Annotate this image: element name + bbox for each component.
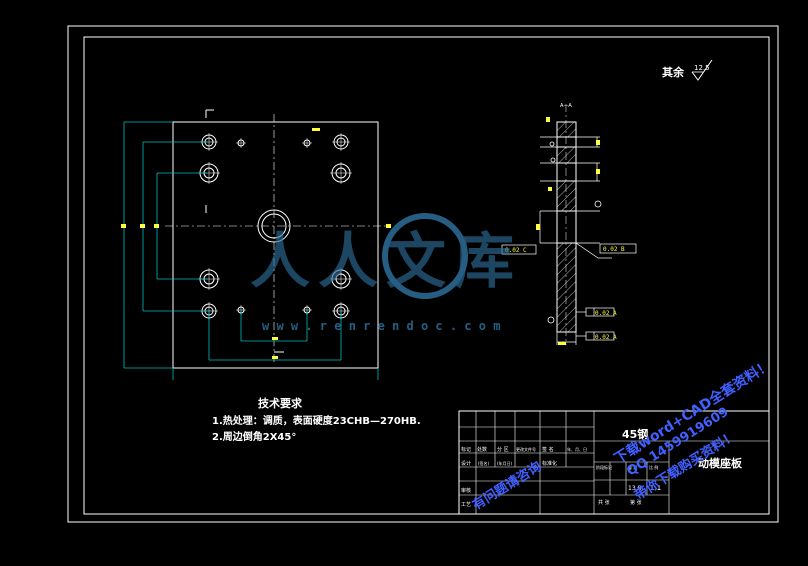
roughness-label: 其余 <box>662 65 685 79</box>
title-cell-count: 处数 <box>477 446 487 453</box>
dimension-lines-left <box>123 121 209 369</box>
section-dimensions <box>539 136 612 345</box>
datum-b-value: 0.02 B <box>603 246 625 253</box>
tolerance-frame-datum-b: 0.02 B <box>599 243 637 254</box>
section-hole-top <box>556 136 577 148</box>
title-cell-total: 共 张 <box>598 499 610 506</box>
plate-outline <box>172 121 379 369</box>
roughness-value: 12.5 <box>694 64 710 72</box>
center-hole <box>257 209 291 243</box>
watermark-brand: 人人文库 <box>250 227 522 297</box>
title-block: 45钢 动模座板 13.8 1:1 标记 设计 审核 工艺 处数 分 区 更改文… <box>458 410 770 515</box>
section-bore <box>556 210 577 244</box>
section-dim-values <box>536 117 600 345</box>
tolerance-frame-flatness: 0.02 A <box>585 307 617 317</box>
datum-markers <box>547 141 602 324</box>
tolerance-frame-datum-c: 0.02 C <box>501 244 537 255</box>
section-view: A—A <box>536 103 612 345</box>
tech-req-item-2: 2.周边倒角2X45° <box>212 430 296 443</box>
title-row-process: 工艺 <box>461 502 471 508</box>
roughness-symbol-icon <box>691 59 713 81</box>
dimension-lines-bottom <box>172 310 379 380</box>
inner-frame <box>83 36 770 515</box>
title-part-name: 动模座板 <box>698 456 743 470</box>
outer-frame <box>67 25 779 523</box>
watermark-url: w w w . r e n r e n d o c . c o m <box>262 319 500 333</box>
plan-view <box>121 109 391 380</box>
tolerance-frame-parallel: 0.02 A <box>585 331 617 341</box>
title-cell-date: 年、月、日 <box>567 446 587 452</box>
tech-req-item-1: 1.热处理：调质，表面硬度23CHB—270HB. <box>212 414 421 427</box>
watermark-ring <box>382 213 468 299</box>
title-weight: 13.8 <box>628 485 642 492</box>
tech-requirements: 技术要求 1.热处理：调质，表面硬度23CHB—270HB. 2.周边倒角2X4… <box>212 396 421 443</box>
flatness-value: 0.02 A <box>595 310 617 317</box>
title-scale: 1:1 <box>650 484 661 492</box>
title-row-mark: 标记 <box>461 446 471 453</box>
dimension-value-marks <box>121 128 391 359</box>
title-cell-ymd: (年月日) <box>497 460 513 466</box>
section-mark-label: A—A <box>560 103 572 109</box>
parallel-value: 0.02 A <box>595 334 617 341</box>
title-cell-zone: 分 区 <box>497 446 509 453</box>
title-cell-stage: 阶段标记 <box>596 464 612 470</box>
title-cell-sheet: 第 张 <box>630 499 642 506</box>
section-hole-mid <box>556 162 577 182</box>
title-cell-ratio: 比 例 <box>649 464 658 470</box>
title-material: 45钢 <box>622 427 648 441</box>
center-hole-inner <box>261 213 287 239</box>
title-row-review: 审核 <box>461 487 471 494</box>
roughness-note: 其余 12.5 <box>662 59 713 81</box>
watermark-logo: 人人文库 w w w . r e n r e n d o c . c o m <box>250 213 522 333</box>
title-row-design: 设计 <box>461 460 471 467</box>
title-cell-sign: 签 名 <box>542 446 554 453</box>
tech-req-title: 技术要求 <box>258 396 303 410</box>
title-cell-change: 更改文件号 <box>516 446 536 452</box>
datum-c-value: 0.02 C <box>505 247 527 254</box>
title-cell-standard: 标准化 <box>542 460 557 467</box>
promo-line-1: 下载word+CAD全套资料！ <box>611 357 774 468</box>
title-cell-signed: (签名) <box>478 460 490 466</box>
title-cell-weight: 重 量 <box>628 464 637 470</box>
section-cut-marks <box>205 109 284 353</box>
